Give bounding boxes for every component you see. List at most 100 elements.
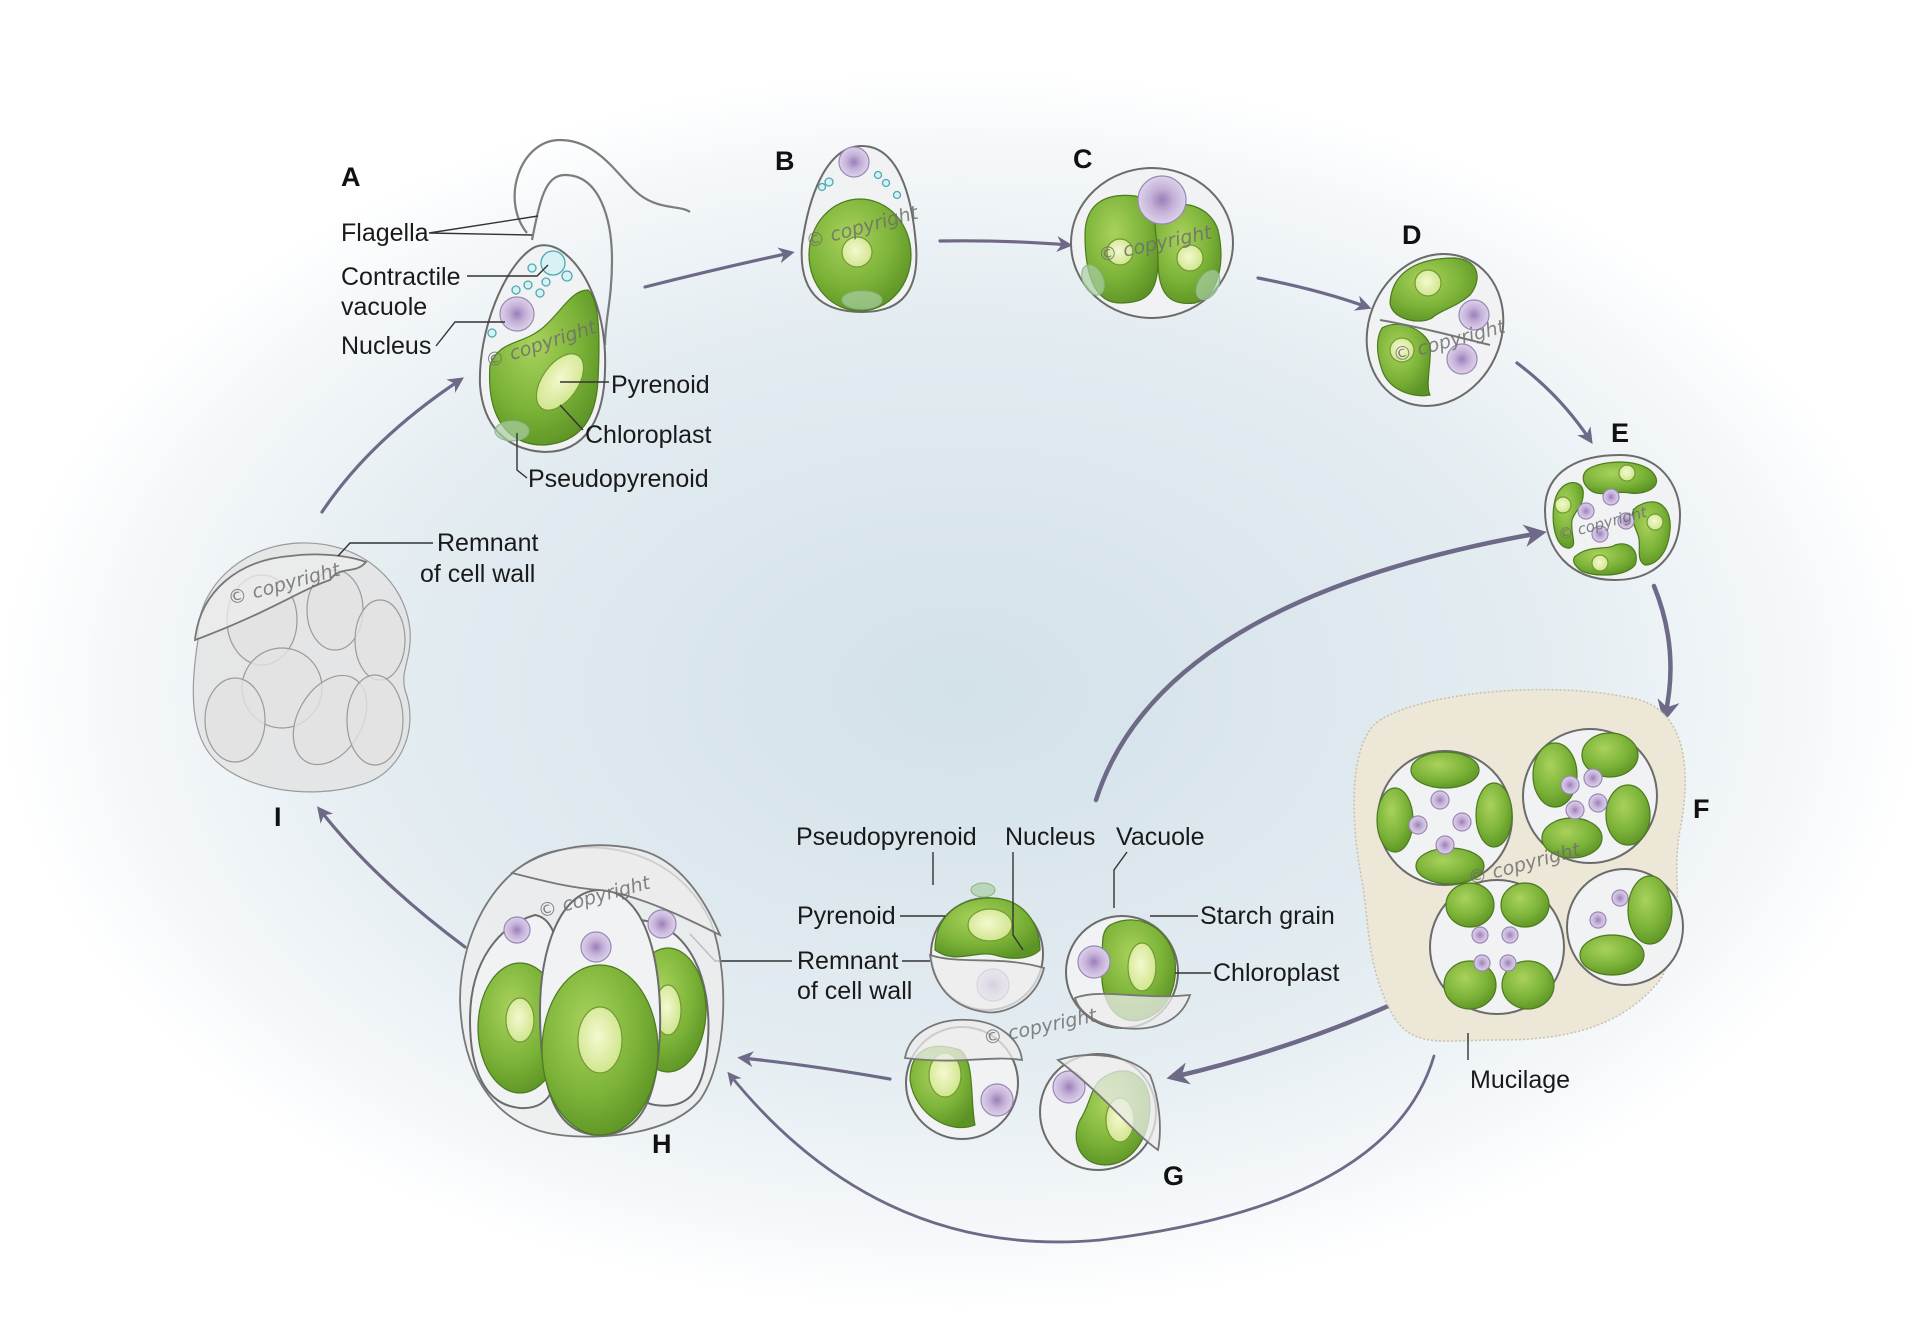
colony-nucleus (1452, 812, 1472, 832)
cell-d-nucleus (1458, 299, 1490, 331)
arrow-a-to-b (643, 247, 795, 289)
g-cell-top-right (1065, 915, 1192, 1030)
label-pseudopyrenoid-g: Pseudopyrenoid (796, 823, 977, 851)
label-flagella: Flagella (341, 219, 429, 247)
nucleus-shape (499, 296, 535, 332)
cell-c-pseudopyrenoid (1081, 264, 1105, 296)
colony-nucleus (1611, 889, 1629, 907)
leader-flagella (428, 215, 539, 236)
leader-remnant-i (337, 542, 433, 557)
cell-e-pyrenoid (1646, 513, 1664, 531)
cell-b-pyrenoid (841, 236, 873, 268)
stage-letter-g: G (1163, 1161, 1184, 1191)
colony-4 (1566, 868, 1684, 986)
arrow-d-to-e (1515, 361, 1593, 444)
cell-c-nucleus (1137, 175, 1187, 225)
cell-e-nucleus (1602, 488, 1620, 506)
cell-e-chloroplast (1582, 461, 1658, 495)
cell-e-nucleus (1617, 512, 1635, 530)
cell-d-nucleus (1446, 343, 1478, 375)
vacuole-small (873, 170, 883, 180)
g-cell-bottom-right-detail (1052, 1054, 1161, 1152)
cell-b-pseudopyrenoid (841, 290, 883, 310)
vacuole-small (541, 277, 551, 287)
label-pyrenoid-a: Pyrenoid (611, 371, 710, 399)
label-vacuole-g: Vacuole (1116, 823, 1205, 851)
i-cell (354, 599, 406, 681)
colony-nucleus (1560, 775, 1580, 795)
colony-chloroplast (1532, 742, 1578, 808)
colony-nucleus (1589, 911, 1607, 929)
colony-3 (1429, 879, 1565, 1015)
vacuole-small (817, 182, 827, 192)
cycle-arrows (317, 236, 1680, 1244)
label-pyrenoid-g: Pyrenoid (797, 902, 896, 930)
arrow-h-to-i (317, 806, 467, 949)
stage-d: D © copyright (1365, 220, 1509, 407)
label-contractile-vacuole-1: Contractile (341, 263, 461, 291)
g-cell-top-left (928, 882, 1046, 1014)
leader-vacuole-g (1113, 851, 1128, 908)
i-cell (204, 677, 266, 763)
cell-c-pyrenoid-right (1176, 244, 1204, 272)
vacuole-small (527, 263, 537, 273)
colony-nucleus (1588, 793, 1608, 813)
colony-nucleus (1430, 790, 1450, 810)
colony-nucleus (1408, 815, 1428, 835)
arrow-g-to-h (737, 1051, 892, 1081)
colony-nucleus (1501, 926, 1519, 944)
colony-chloroplast (1410, 751, 1480, 789)
label-chloroplast-a: Chloroplast (585, 421, 712, 449)
stage-g: © copyright G Pseudopyrenoid Nucleus Vac… (689, 823, 1340, 1191)
colony-chloroplast (1579, 934, 1645, 976)
colony-nucleus (1435, 835, 1455, 855)
contractile-vacuole-shape (540, 250, 566, 276)
cell-e-pyrenoid (1554, 496, 1572, 514)
stage-letter-i: I (274, 802, 282, 832)
cell-e-pyrenoid (1591, 554, 1609, 572)
g-cell-pseudopyrenoid (970, 882, 996, 898)
vacuole-small (824, 177, 834, 187)
vacuole-small (523, 280, 533, 290)
stage-i: © copyright I Remnant of cell wall (192, 529, 538, 832)
i-cell (346, 674, 404, 766)
label-mucilage: Mucilage (1470, 1066, 1570, 1094)
stage-b: B © copyright (775, 144, 922, 314)
g-cell-pyrenoid (967, 908, 1013, 942)
arrow-i-to-a (320, 377, 464, 514)
cell-c-pyrenoid-left (1106, 238, 1134, 266)
leader-contractile-vacuole (467, 264, 549, 277)
flagellum-2 (530, 173, 614, 346)
colony-2 (1522, 728, 1658, 864)
flagellum-1 (513, 138, 691, 234)
label-starch-grain-g: Starch grain (1200, 902, 1335, 930)
cell-d-septum (1379, 319, 1491, 346)
colony-1 (1376, 750, 1513, 886)
colony-chloroplast (1501, 960, 1555, 1010)
stage-letter-c: C (1073, 144, 1093, 174)
g-cell-nucleus (980, 1083, 1014, 1117)
colony-chloroplast (1475, 782, 1513, 848)
h-pyrenoid-left (505, 997, 535, 1043)
cell-e-nucleus (1577, 502, 1595, 520)
h-nucleus-center (580, 931, 612, 963)
h-pyrenoid-center (577, 1006, 623, 1074)
cell-e-nucleus (1591, 525, 1609, 543)
colony-chloroplast (1581, 732, 1639, 778)
g-cell-bottom-left (903, 1018, 1024, 1140)
label-remnant-g-1: Remnant (797, 947, 898, 975)
arrow-g-to-e (1093, 524, 1547, 803)
colony-nucleus (1565, 800, 1585, 820)
stage-a: © copyright A Flagella Contractile vacuo… (341, 138, 712, 493)
arrow-f-to-g (1166, 1000, 1398, 1085)
arrow-e-to-f (1651, 583, 1680, 723)
arrow-f-to-h (727, 1054, 1436, 1244)
stage-letter-f: F (1693, 794, 1710, 824)
vacuole-small (561, 270, 573, 282)
vacuole-small (892, 190, 902, 200)
stage-letter-a: A (341, 162, 361, 192)
pseudopyrenoid-shape (494, 420, 530, 442)
cell-b-nucleus (838, 146, 870, 178)
g-cell-nucleus (1077, 945, 1111, 979)
label-nucleus-g: Nucleus (1005, 823, 1095, 851)
